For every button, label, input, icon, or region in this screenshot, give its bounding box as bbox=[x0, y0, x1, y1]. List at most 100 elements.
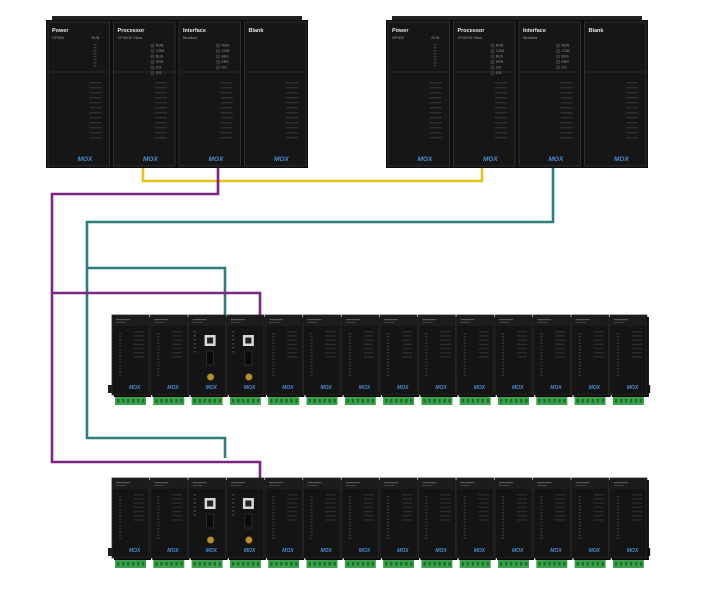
vent-slot bbox=[517, 515, 527, 517]
vent-slot bbox=[172, 494, 183, 496]
yellow-rack-link-cable bbox=[141, 168, 484, 183]
io-module: MOX bbox=[609, 477, 649, 568]
vent-slot bbox=[220, 132, 233, 134]
label-line bbox=[460, 485, 471, 486]
led-indicator bbox=[272, 502, 275, 504]
terminal-screw bbox=[290, 562, 293, 566]
vent-slot bbox=[429, 122, 442, 124]
vent-slot bbox=[555, 506, 566, 509]
vent-slot bbox=[134, 356, 144, 358]
io-module-body bbox=[264, 477, 303, 559]
vent-slot bbox=[325, 335, 336, 337]
vent-slot bbox=[495, 87, 507, 89]
vent-slot bbox=[286, 97, 298, 99]
vent-slot bbox=[593, 515, 604, 517]
status-led bbox=[216, 49, 220, 53]
status-led bbox=[216, 65, 220, 70]
io-module: MOX bbox=[494, 314, 534, 405]
terminal-screw bbox=[586, 399, 589, 403]
led-indicator bbox=[157, 512, 160, 514]
terminal-screw bbox=[443, 562, 446, 566]
terminal-screw bbox=[581, 399, 584, 403]
io-module-body bbox=[379, 477, 418, 559]
vent-slot bbox=[429, 132, 442, 134]
io-module-body bbox=[571, 477, 609, 559]
vent-slot bbox=[429, 107, 442, 109]
led-indicator bbox=[193, 347, 196, 349]
terminal-screw bbox=[486, 562, 490, 566]
led-indicator bbox=[540, 518, 543, 520]
io-module-body bbox=[456, 477, 495, 559]
label-line bbox=[345, 322, 356, 323]
led-indicator bbox=[157, 502, 160, 504]
terminal-block bbox=[268, 560, 300, 568]
rack-module-title: Interface bbox=[183, 28, 206, 34]
vent-slot bbox=[429, 82, 442, 84]
status-led-label: BUS bbox=[562, 55, 570, 59]
led-indicator bbox=[578, 502, 581, 504]
vent-slot bbox=[172, 519, 183, 521]
vent-slot bbox=[287, 506, 298, 509]
led-indicator bbox=[616, 518, 620, 520]
led-indicator bbox=[93, 50, 97, 52]
vent-slot bbox=[172, 510, 183, 513]
label-line bbox=[116, 319, 130, 321]
led-indicator bbox=[348, 339, 351, 341]
label-line bbox=[499, 322, 509, 323]
io-module: MOX bbox=[111, 314, 151, 405]
led-indicator bbox=[348, 358, 351, 360]
mox-logo: MOX bbox=[435, 548, 447, 554]
terminal-screw bbox=[290, 399, 293, 403]
terminal-screw bbox=[525, 399, 528, 403]
led-indicator bbox=[119, 499, 122, 501]
led-indicator bbox=[193, 498, 196, 500]
led-indicator bbox=[463, 502, 466, 504]
vent-slot bbox=[429, 112, 442, 114]
terminal-screw bbox=[142, 399, 145, 403]
terminal-screw bbox=[405, 562, 408, 566]
led-indicator bbox=[193, 339, 196, 341]
led-indicator bbox=[310, 339, 313, 341]
vent-slot bbox=[363, 498, 374, 500]
terminal-screw bbox=[346, 399, 350, 403]
led-indicator bbox=[425, 368, 428, 370]
vent-slot bbox=[478, 347, 489, 350]
terminal-screw bbox=[137, 399, 140, 403]
terminal-screw bbox=[476, 562, 480, 566]
vent-slot bbox=[517, 510, 527, 513]
status-led-label: RUN bbox=[432, 36, 440, 40]
vent-slot bbox=[287, 347, 298, 350]
terminal-screw bbox=[428, 399, 431, 403]
vent-slot bbox=[626, 132, 638, 134]
vent-slot bbox=[560, 92, 573, 94]
label-line bbox=[537, 322, 548, 323]
vent-slot bbox=[287, 352, 298, 354]
vent-slot bbox=[220, 87, 233, 89]
led-indicator bbox=[387, 358, 390, 360]
terminal-screw bbox=[385, 399, 388, 403]
vent-slot bbox=[440, 331, 451, 333]
vent-slot bbox=[325, 515, 336, 517]
rack-module-title: Blank bbox=[589, 28, 605, 34]
label-line bbox=[307, 482, 322, 484]
vent-slot bbox=[155, 107, 167, 109]
led-indicator bbox=[348, 336, 351, 338]
led-indicator bbox=[310, 502, 313, 504]
led-indicator bbox=[502, 365, 505, 367]
terminal-screw bbox=[170, 399, 173, 403]
led-indicator bbox=[119, 537, 122, 539]
terminal-block bbox=[421, 560, 453, 568]
led-indicator bbox=[616, 345, 620, 348]
status-led-label: IO1 bbox=[222, 66, 228, 70]
led-indicator bbox=[502, 508, 505, 511]
vent-slot bbox=[517, 498, 527, 500]
led-indicator bbox=[425, 505, 428, 507]
led-indicator bbox=[463, 531, 466, 533]
led-indicator bbox=[348, 508, 351, 511]
mox-logo: MOX bbox=[209, 156, 224, 163]
status-led-label: IO1 bbox=[562, 66, 568, 70]
led-indicator bbox=[540, 521, 543, 523]
terminal-screw bbox=[356, 399, 360, 403]
terminal-screw bbox=[543, 562, 546, 566]
led-indicator bbox=[119, 502, 122, 504]
